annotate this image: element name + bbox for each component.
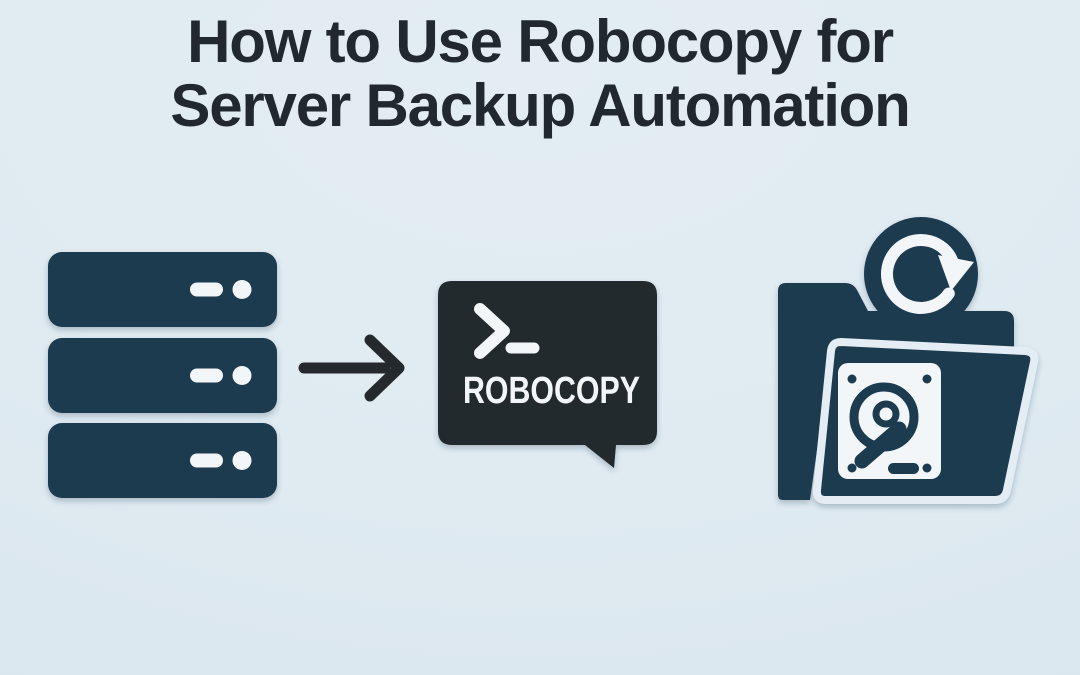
sync-badge-circle: [864, 217, 978, 331]
server-led-dot: [232, 280, 252, 299]
folder-back-panel: [778, 283, 1014, 500]
server-unit: [48, 252, 277, 327]
server-unit: [48, 338, 277, 413]
sync-arrow-head: [938, 255, 974, 291]
hdd-actuator-arm: [854, 421, 907, 469]
prompt-chevron: [474, 303, 510, 359]
hdd-screw: [847, 374, 857, 384]
hdd-screw: [922, 463, 932, 473]
sync-refresh-icon: [864, 217, 978, 331]
server-stack-icon: [48, 252, 277, 498]
arrow-right-icon: [298, 334, 405, 402]
page-title: How to Use Robocopy for Server Backup Au…: [0, 10, 1080, 138]
hdd-screw: [847, 463, 857, 473]
hdd-connector-pill: [888, 463, 919, 474]
server-unit: [48, 423, 277, 498]
server-led-dash: [190, 282, 223, 297]
backup-folder-icon: [778, 217, 1039, 504]
title-line-2: Server Backup Automation: [170, 72, 910, 139]
terminal-prompt-icon: [474, 303, 540, 359]
server-led-dash: [190, 453, 223, 468]
sync-arrow-arc: [880, 233, 958, 314]
robocopy-label: ROBOCOPY: [463, 370, 640, 412]
hard-drive-icon: [838, 363, 941, 479]
title-line-1: How to Use Robocopy for: [187, 8, 894, 75]
terminal-speech-bubble-icon: ROBOCOPY: [438, 281, 657, 468]
arrow-head: [364, 334, 405, 402]
hdd-screw: [922, 374, 932, 384]
server-led-dash: [190, 368, 223, 383]
server-led-dot: [232, 366, 252, 385]
hdd-spindle-center: [879, 407, 893, 421]
server-led-dot: [232, 451, 252, 470]
